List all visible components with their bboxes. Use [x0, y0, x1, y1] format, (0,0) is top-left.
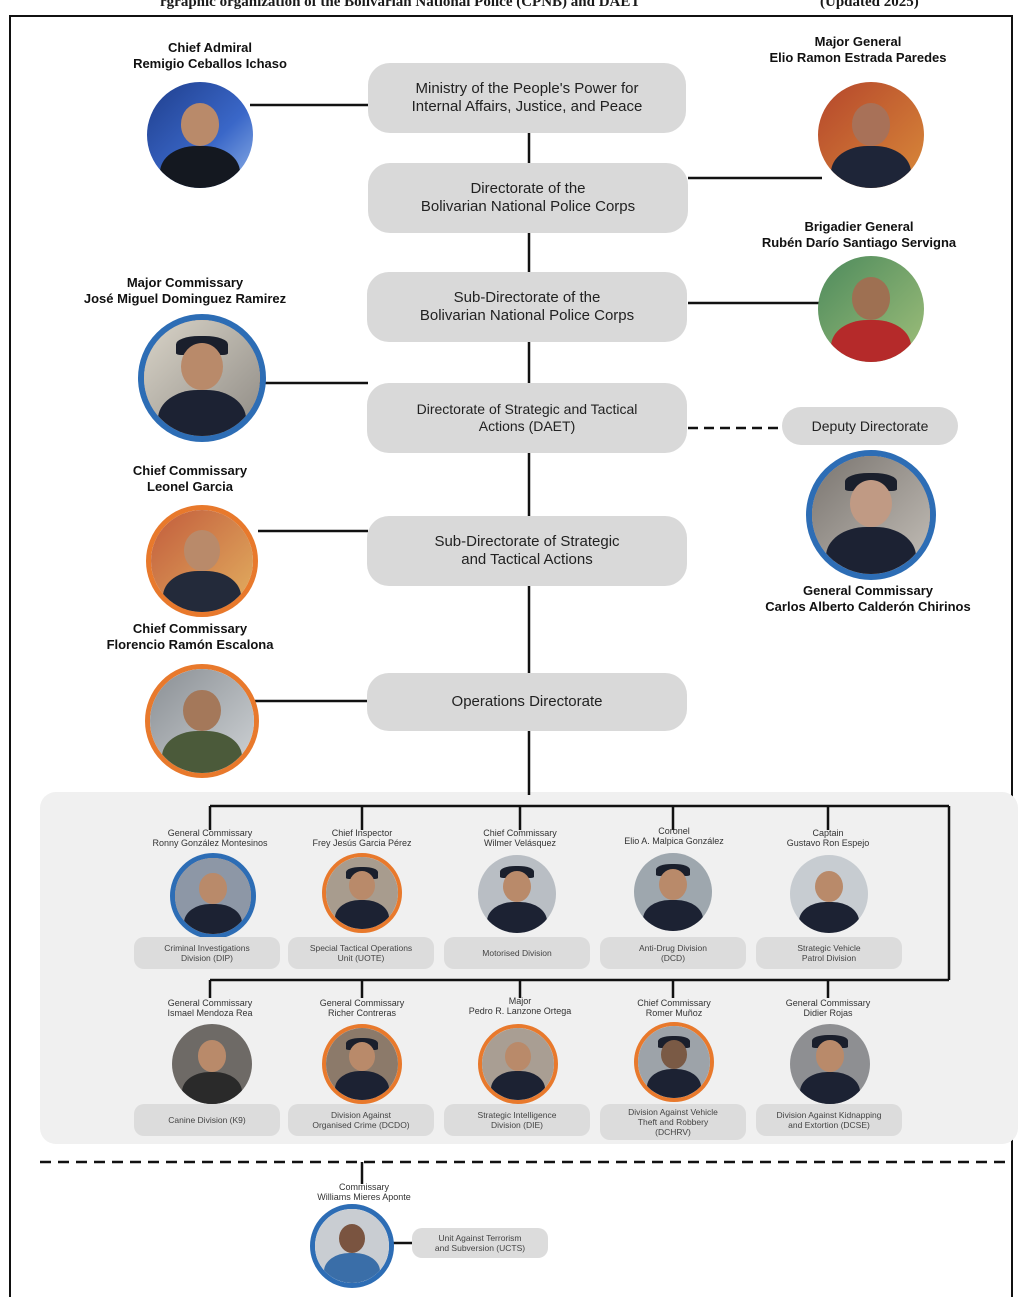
- person-label-calderon: General Commissary Carlos Alberto Calder…: [765, 583, 971, 615]
- division-node-ucts: Unit Against Terrorism and Subversion (U…: [412, 1228, 548, 1258]
- division-portrait: [322, 853, 402, 933]
- portrait-escalona: [145, 664, 259, 778]
- division-portrait: [790, 855, 868, 933]
- division-portrait: [322, 1024, 402, 1104]
- portrait-dominguez: [138, 314, 266, 442]
- division-portrait: [634, 1022, 714, 1102]
- division-node-dcdo: Division Against Organised Crime (DCDO): [288, 1104, 434, 1136]
- person-label-ceballos: Chief Admiral Remigio Ceballos Ichaso: [133, 40, 287, 72]
- division-person-label: General Commissary Didier Rojas: [785, 998, 871, 1019]
- division-portrait: [634, 853, 712, 931]
- division-portrait: [478, 855, 556, 933]
- node-daet: Directorate of Strategic and Tactical Ac…: [367, 383, 687, 453]
- division-person-label: General Commissary Ronny González Montes…: [152, 828, 268, 849]
- node-subdirectorate-cpnb: Sub-Directorate of the Bolivarian Nation…: [367, 272, 687, 342]
- division-node-dcse: Division Against Kidnapping and Extortio…: [756, 1104, 902, 1136]
- division-portrait: [790, 1024, 870, 1104]
- division-node-die: Strategic Intelligence Division (DIE): [444, 1104, 590, 1136]
- division-node-k9: Canine Division (K9): [134, 1104, 280, 1136]
- portrait-garcia: [146, 505, 258, 617]
- person-label-garcia: Chief Commissary Leonel Garcia: [132, 463, 248, 495]
- division-portrait: [478, 1024, 558, 1104]
- node-operations: Operations Directorate: [367, 673, 687, 731]
- portrait-mieres: [310, 1204, 394, 1288]
- division-portrait: [172, 1024, 252, 1104]
- division-node-strategic-vehicle: Strategic Vehicle Patrol Division: [756, 937, 902, 969]
- page-title-tail: (Updated 2025): [820, 0, 919, 10]
- division-node-dcd: Anti-Drug Division (DCD): [600, 937, 746, 969]
- ucts-person-label: Commissary Williams Mieres Aponte: [317, 1182, 411, 1203]
- diagram-frame: [9, 15, 1013, 1297]
- person-label-dominguez: Major Commissary José Miguel Dominguez R…: [83, 275, 287, 307]
- node-directorate-cpnb: Directorate of the Bolivarian National P…: [368, 163, 688, 233]
- division-node-motorised: Motorised Division: [444, 937, 590, 969]
- page-title: rgraphic organization of the Bolivarian …: [0, 0, 1024, 12]
- person-label-escalona: Chief Commissary Florencio Ramón Escalon…: [106, 621, 274, 653]
- division-person-label: Chief Commissary Wilmer Velásquez: [483, 828, 557, 849]
- node-ministry: Ministry of the People's Power for Inter…: [368, 63, 686, 133]
- person-label-estrada: Major General Elio Ramon Estrada Paredes: [769, 34, 947, 66]
- portrait-calderon: [806, 450, 936, 580]
- division-person-label: General Commissary Richer Contreras: [319, 998, 405, 1019]
- portrait-ceballos: [147, 82, 253, 188]
- division-node-uote: Special Tactical Operations Unit (UOTE): [288, 937, 434, 969]
- node-subdirectorate-daet: Sub-Directorate of Strategic and Tactica…: [367, 516, 687, 586]
- division-portrait: [170, 853, 256, 939]
- division-node-dchrv: Division Against Vehicle Theft and Robbe…: [600, 1104, 746, 1140]
- division-person-label: Chief Commissary Romer Muñoz: [637, 998, 711, 1019]
- portrait-santiago: [818, 256, 924, 362]
- person-label-santiago: Brigadier General Rubén Darío Santiago S…: [761, 219, 957, 251]
- division-person-label: Major Pedro R. Lanzone Ortega: [468, 996, 572, 1017]
- division-person-label: General Commissary Ismael Mendoza Rea: [167, 998, 253, 1019]
- page-title-main: rgraphic organization of the Bolivarian …: [160, 0, 641, 10]
- division-person-label: Chief Inspector Frey Jesús Garcia Pérez: [312, 828, 412, 849]
- division-node-dip: Criminal Investigations Division (DIP): [134, 937, 280, 969]
- division-person-label: Captain Gustavo Ron Espejo: [786, 828, 870, 849]
- node-deputy-directorate: Deputy Directorate: [782, 407, 958, 445]
- division-person-label: Coronel Elio A. Malpica González: [624, 826, 724, 847]
- portrait-estrada: [818, 82, 924, 188]
